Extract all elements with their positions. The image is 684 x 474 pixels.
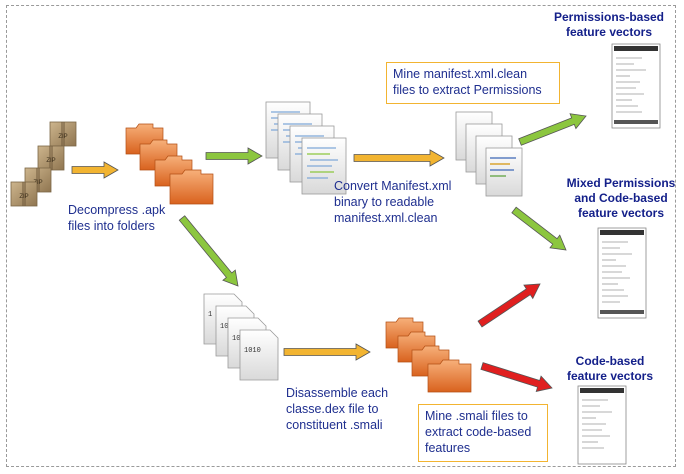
arrow-folders-to-manifest [205,147,263,165]
code-feature-vector-sheet [577,385,627,465]
apk-zip-icon: ZIP [37,145,65,171]
mixed-feature-vector-sheet [597,227,647,319]
svg-text:ZIP: ZIP [46,158,55,164]
mine-smali-step-box: Mine .smali files to extract code-based … [418,404,548,462]
arrow-clean-to-permissions [518,113,587,146]
diagram-border [6,5,676,467]
smali-folders-icon [385,317,472,393]
arrow-manifest-to-clean [353,149,445,167]
disassemble-step-label: Disassemble each classe.dex file to cons… [286,386,389,432]
permissions-feature-vector-sheet [611,43,661,129]
code-output-title: Code-based feature vectors [566,354,654,383]
arrow-folders-to-dex [178,215,239,287]
manifest-xml-documents-icon [265,101,347,195]
decompress-step-label: Decompress .apk files into folders [68,203,166,233]
apk-archive-icons: ZIP ZIP ZIP ZIP [10,121,77,207]
dex-binary-documents-icon: 1 10 1 10 10 1010 [203,293,279,381]
manifest-clean-documents-icon [455,111,523,197]
svg-text:ZIP: ZIP [19,194,28,200]
permissions-output-title: Permissions-based feature vectors [553,10,665,39]
apk-zip-icon: ZIP [49,121,77,147]
arrow-apk-to-folders [71,161,119,179]
arrow-smali-to-code [480,362,553,392]
convert-manifest-step-label: Convert Manifest.xml binary to readable … [334,179,452,225]
extracted-folders-icon [125,123,214,205]
arrow-smali-to-mixed [477,283,541,328]
svg-text:1: 1 [208,311,212,319]
mixed-output-title: Mixed Permissions and Code-based feature… [566,176,676,220]
svg-text:ZIP: ZIP [58,134,67,140]
svg-text:ZIP: ZIP [33,180,42,186]
arrow-clean-to-mixed [511,206,567,251]
apk-zip-icon: ZIP [10,181,38,207]
svg-text:1010: 1010 [244,347,261,355]
arrow-dex-to-smali [283,343,371,361]
mine-manifest-step-box: Mine manifest.xml.clean files to extract… [386,62,560,104]
